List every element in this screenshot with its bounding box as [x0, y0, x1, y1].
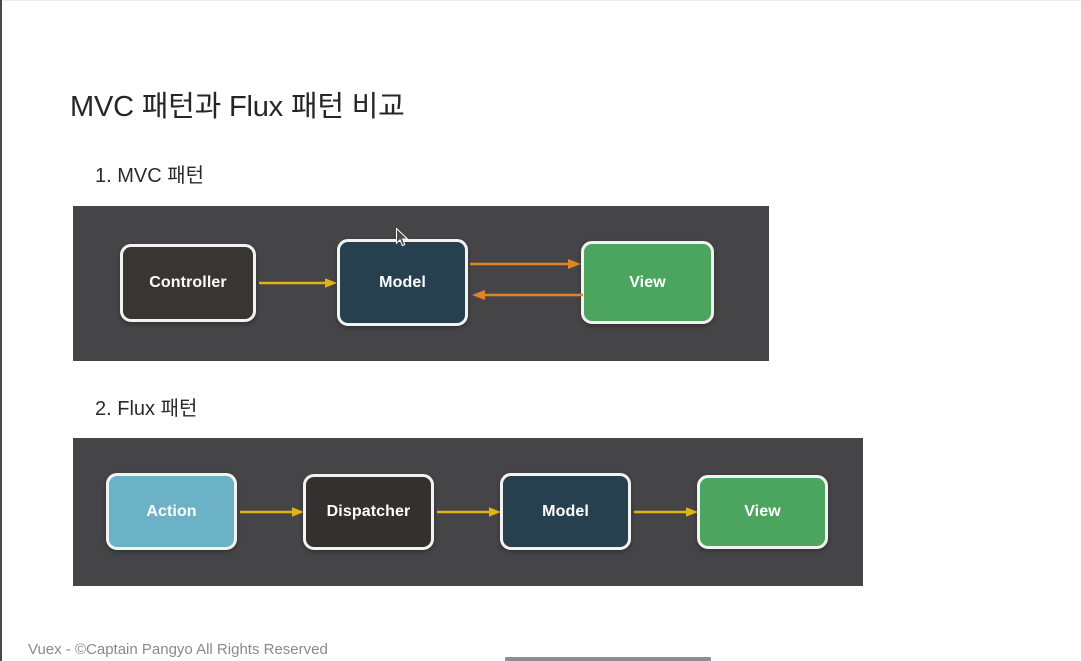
arrow-model-to-view-flux [634, 506, 700, 518]
diagram-node-model-mvc: Model [337, 239, 468, 326]
section-heading-flux: 2. Flux 패턴 [95, 398, 198, 420]
diagram-node-model-flux: Model [500, 473, 631, 550]
arrow-view-to-model [470, 289, 583, 301]
presentation-slide: MVC 패턴과 Flux 패턴 비교 1. MVC 패턴 Controller … [2, 1, 1081, 631]
window-top-hairline [2, 0, 1081, 1]
slide-footer: Vuex - ©Captain Pangyo All Rights Reserv… [28, 641, 328, 658]
arrow-action-to-dispatcher [240, 506, 306, 518]
diagram-panel-flux: Action Dispatcher Model View [73, 438, 863, 586]
page-title: MVC 패턴과 Flux 패턴 비교 [70, 91, 405, 123]
diagram-node-dispatcher: Dispatcher [303, 474, 434, 550]
diagram-node-controller: Controller [120, 244, 256, 322]
arrow-controller-to-model [259, 277, 339, 289]
window-left-edge [0, 0, 2, 661]
diagram-node-view-mvc: View [581, 241, 714, 324]
section-heading-mvc: 1. MVC 패턴 [95, 165, 205, 187]
bottom-progress-bar[interactable] [505, 657, 711, 661]
diagram-node-action: Action [106, 473, 237, 550]
diagram-node-view-flux: View [697, 475, 828, 549]
arrow-model-to-view [470, 258, 583, 270]
arrow-dispatcher-to-model [437, 506, 503, 518]
diagram-panel-mvc: Controller Model View [73, 206, 769, 361]
